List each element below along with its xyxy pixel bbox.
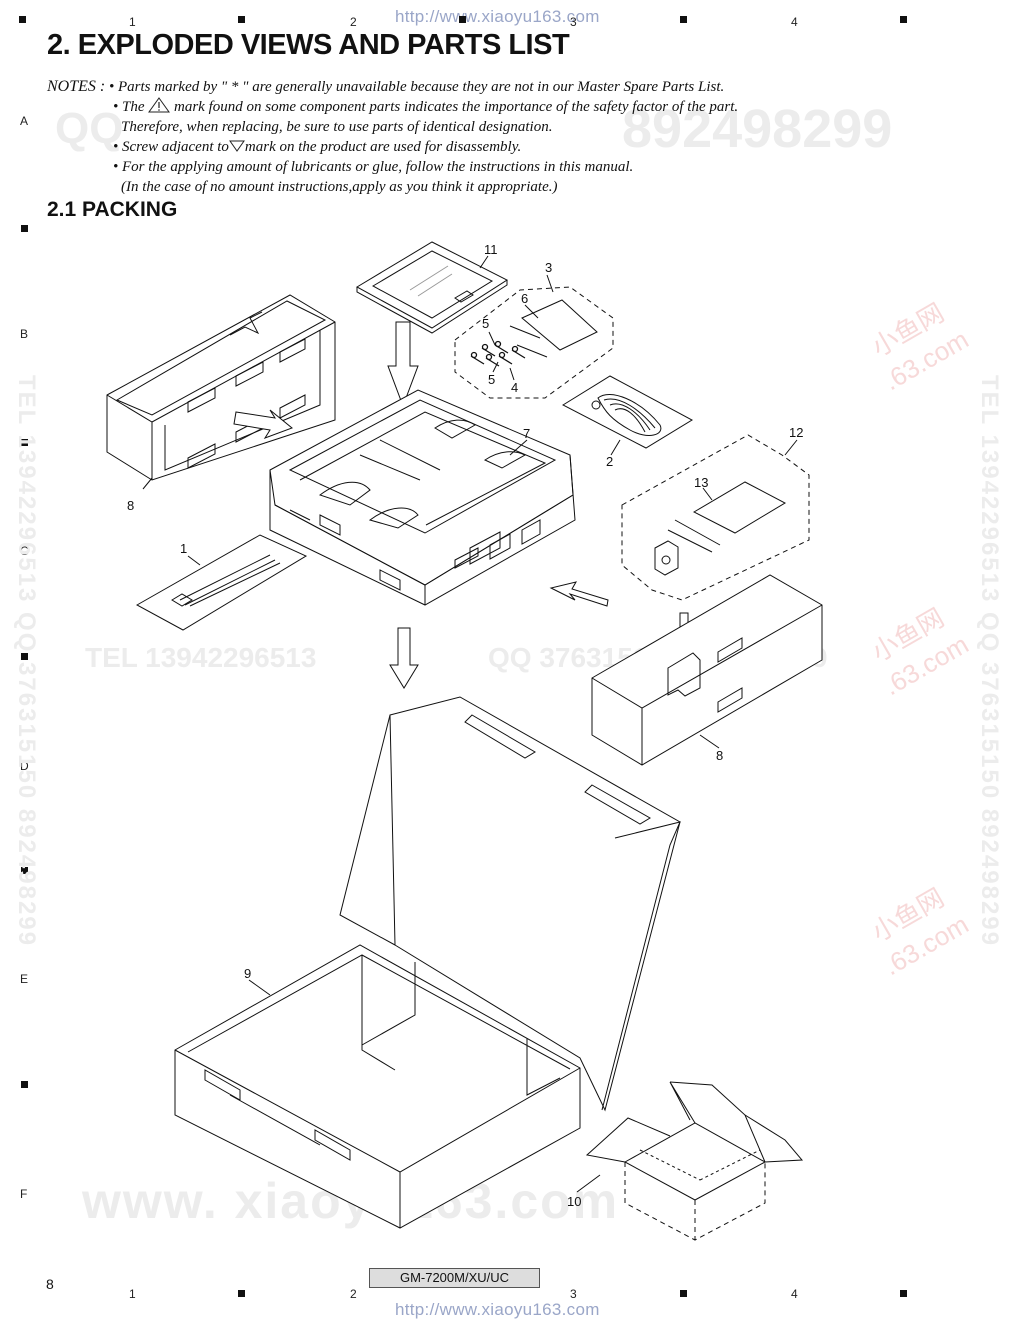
row-letter: C — [20, 544, 29, 558]
watermark-qq: QQ — [55, 104, 124, 153]
column-number: 4 — [791, 15, 798, 29]
register-mark — [21, 653, 28, 660]
callout-4: 4 — [511, 380, 518, 395]
register-mark — [459, 16, 466, 23]
register-mark — [19, 16, 26, 23]
note-text: • Screw adjacent to — [113, 139, 229, 155]
callout-2: 2 — [606, 454, 613, 469]
register-mark — [21, 867, 28, 874]
row-letter: B — [20, 327, 29, 341]
row-letter: F — [20, 1187, 28, 1201]
down-arrow-icon — [389, 627, 419, 689]
shipping-carton-part-10 — [585, 1081, 804, 1241]
note-text: (In the case of no amount instructions,a… — [121, 179, 558, 195]
note-text: • Parts marked by " * " are generally un… — [108, 79, 725, 95]
register-mark — [21, 439, 28, 446]
warning-triangle-icon — [148, 97, 171, 113]
note-text: • The — [113, 99, 145, 115]
cable-bag-part-1 — [135, 534, 308, 631]
screw-mark-triangle-icon — [228, 140, 245, 152]
callout-10: 10 — [567, 1194, 581, 1209]
register-mark — [238, 1290, 245, 1297]
left-arrow-icon — [549, 581, 609, 607]
row-letter: A — [20, 114, 29, 128]
note-text: mark on the product are used for disasse… — [244, 139, 522, 155]
notes-label: NOTES : — [47, 78, 106, 95]
column-number: 4 — [791, 1287, 798, 1301]
row-letter: E — [20, 972, 29, 986]
register-mark — [21, 225, 28, 232]
column-number: 1 — [129, 15, 136, 29]
column-number: 3 — [570, 1287, 577, 1301]
footer-url[interactable]: http://www.xiaoyu163.com — [395, 1300, 600, 1319]
callout-9: 9 — [244, 966, 251, 981]
callout-12: 12 — [789, 425, 803, 440]
row-letter: D — [20, 759, 29, 773]
callout-8: 8 — [716, 748, 723, 763]
carton-part-9 — [174, 696, 681, 1229]
column-number: 1 — [129, 1287, 136, 1301]
note-text: • For the applying amount of lubricants … — [113, 159, 634, 175]
column-number: 2 — [350, 1287, 357, 1301]
right-arrow-icon — [233, 409, 293, 439]
callout-5: 5 — [482, 316, 489, 331]
watermark-vertical-right: TEL 13942296513 QQ 376315150 892498299 — [976, 375, 1003, 947]
column-number: 3 — [570, 15, 577, 29]
spacer-part-8-right — [591, 574, 823, 766]
note-text: mark found on some component parts indic… — [174, 99, 739, 115]
callout-1: 1 — [180, 541, 187, 556]
note-text: Therefore, when replacing, be sure to us… — [121, 119, 553, 135]
callout-5: 5 — [488, 372, 495, 387]
callout-7: 7 — [523, 426, 530, 441]
page-title: 2. EXPLODED VIEWS AND PARTS LIST — [47, 29, 570, 61]
register-mark — [21, 1081, 28, 1088]
callout-13: 13 — [694, 475, 708, 490]
register-mark — [238, 16, 245, 23]
watermark-number: 892498299 — [622, 99, 893, 159]
callout-11: 11 — [484, 242, 498, 257]
callout-3: 3 — [545, 260, 552, 275]
register-mark — [900, 16, 907, 23]
callout-6: 6 — [521, 291, 528, 306]
spacer-part-8-left — [106, 294, 336, 481]
header-url[interactable]: http://www.xiaoyu163.com — [395, 7, 600, 26]
down-arrow-icon — [387, 321, 419, 408]
callout-8: 8 — [127, 498, 134, 513]
register-mark — [680, 1290, 687, 1297]
register-mark — [680, 16, 687, 23]
notes-block: NOTES : • Parts marked by " * " are gene… — [47, 77, 738, 197]
column-number: 2 — [350, 15, 357, 29]
accessory-bag-group-12 — [621, 434, 810, 601]
manual-part-11 — [355, 241, 509, 334]
watermark-tel: TEL 13942296513 — [85, 642, 317, 673]
watermark-vertical-left: TEL 13942296513 QQ 376315150 892498299 — [13, 375, 40, 947]
model-label: GM-7200M/XU/UC — [369, 1268, 540, 1288]
register-mark — [900, 1290, 907, 1297]
main-unit-part-7 — [269, 389, 576, 606]
section-title: 2.1 PACKING — [47, 198, 178, 221]
page-number: 8 — [46, 1276, 54, 1292]
cord-bag-part-2 — [561, 375, 694, 449]
